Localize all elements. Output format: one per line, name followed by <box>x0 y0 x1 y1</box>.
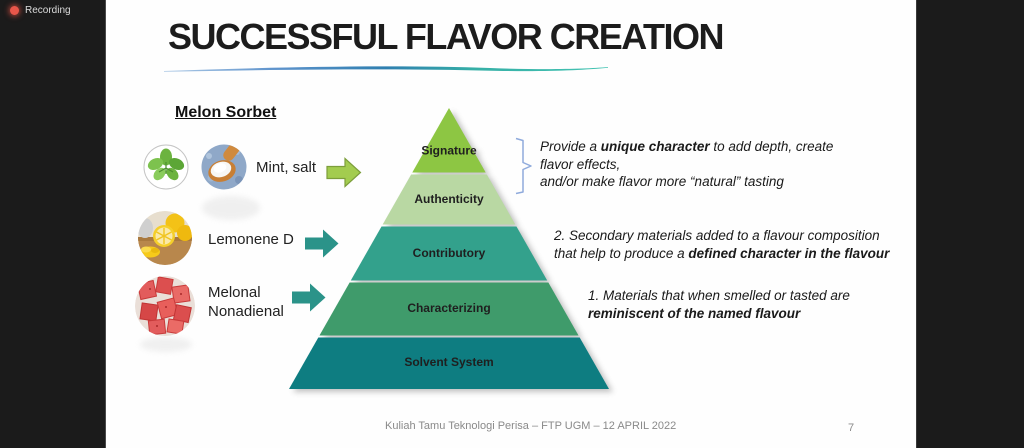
pyramid-level-label: Characterizing <box>407 301 490 315</box>
arrow-right-icon <box>292 283 326 312</box>
pyramid-level-label: Solvent System <box>404 355 493 369</box>
slide-footer: Kuliah Tamu Teknologi Perisa – FTP UGM –… <box>385 420 677 432</box>
pyramid-level-characterizing <box>319 282 579 336</box>
salt-spoon-image <box>201 144 247 190</box>
grouping-bracket <box>515 137 532 195</box>
arrow-right-icon <box>305 229 339 258</box>
pyramid-level-contributory <box>350 226 548 281</box>
flavor-pyramid-diagram: SignatureAuthenticityContributoryCharact… <box>288 108 610 389</box>
pyramid-level-authenticity <box>382 174 516 225</box>
left-letterbox-bar: Recording <box>0 0 106 448</box>
arrow-right-icon <box>326 157 362 188</box>
blurred-text-remnant <box>202 196 260 220</box>
title-underline-swoosh <box>164 66 608 72</box>
ingredient-label-melonal: Melonal Nonadienal <box>208 284 284 320</box>
pyramid-level-signature <box>412 108 486 173</box>
pyramid-level-label: Signature <box>421 144 477 158</box>
right-letterbox-bar <box>916 0 1024 448</box>
slide-title: SUCCESSFUL FLAVOR CREATION <box>168 16 725 57</box>
annotation-contributory: 2. Secondary materials added to a flavou… <box>554 228 890 261</box>
watermelon-image <box>135 276 195 336</box>
annotation-characterizing: 1. Materials that when smelled or tasted… <box>588 288 850 321</box>
blurred-text-remnant <box>140 337 192 352</box>
recording-label: Recording <box>25 5 71 16</box>
pyramid-level-label: Contributory <box>413 246 486 260</box>
ingredient-label-mint-salt: Mint, salt <box>256 159 317 176</box>
recording-dot-icon <box>10 6 19 15</box>
mint-leaves-image <box>143 144 189 190</box>
lemon-image <box>138 211 192 265</box>
pyramid-level-solvent-system <box>288 337 610 389</box>
slide-canvas: SUCCESSFUL FLAVOR CREATION Melon Sorbet <box>106 0 916 448</box>
section-heading: Melon Sorbet <box>175 104 277 121</box>
ingredient-label-lemonene: Lemonene D <box>208 231 294 248</box>
page-number: 7 <box>848 422 855 434</box>
pyramid-level-label: Authenticity <box>414 192 484 206</box>
recording-indicator[interactable]: Recording <box>10 5 71 16</box>
annotation-signature-authenticity: Provide a unique character to add depth,… <box>540 139 834 189</box>
